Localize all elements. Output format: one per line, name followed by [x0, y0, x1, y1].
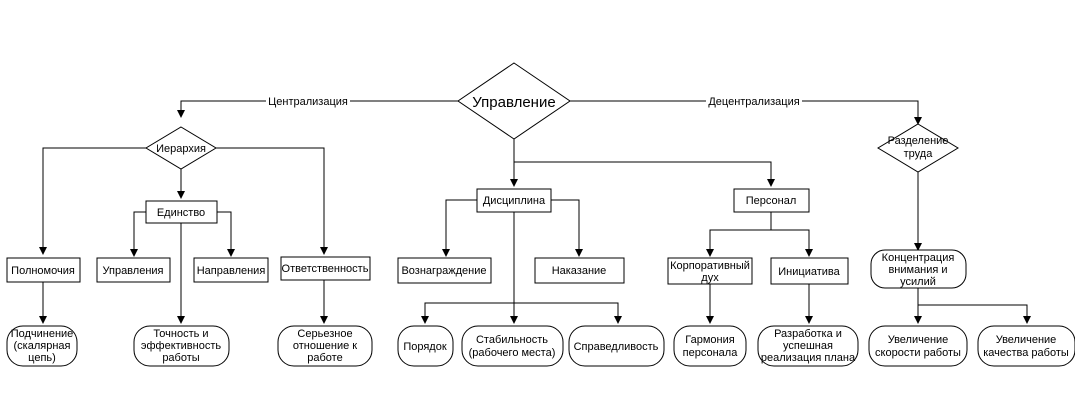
harmony-line-2: персонала — [683, 347, 739, 359]
plan-line-3: реализация плана — [761, 352, 856, 364]
corporate-spirit-line-2: дух — [701, 272, 719, 284]
hierarchy-label: Иерархия — [156, 143, 206, 155]
root-label: Управление — [472, 94, 555, 111]
punishment-box — [534, 257, 625, 284]
stability-box — [461, 325, 564, 367]
subordination-box — [6, 325, 78, 367]
quality-box — [977, 325, 1075, 367]
serious-line-3: работе — [307, 352, 342, 364]
concentration-box — [870, 249, 967, 289]
unity-label: Единство — [157, 207, 205, 219]
reward-box — [397, 257, 492, 284]
harmony-line-1: Гармония — [685, 334, 734, 346]
edge-discipline-reward — [442, 199, 477, 257]
plan-box — [757, 325, 859, 367]
edge-unity-direction — [217, 211, 235, 257]
plan-line-1: Разработка и — [774, 328, 842, 340]
accuracy-line-3: работы — [162, 352, 199, 364]
connectors — [39, 100, 1031, 324]
order-box — [397, 325, 454, 367]
serious-line-2: отношение к — [293, 340, 357, 352]
subordination-line-3: цепь) — [28, 352, 56, 364]
speed-line-1: Увеличение — [888, 334, 949, 346]
discipline-box — [476, 188, 552, 213]
management-label: Управления — [103, 265, 164, 277]
serious-box — [277, 325, 373, 367]
fairness-label: Справедливость — [574, 341, 659, 353]
direction-box — [193, 257, 269, 283]
personnel-box — [733, 188, 810, 213]
initiative-label: Инициатива — [778, 266, 840, 278]
subordination-line-1: Подчинение — [11, 328, 74, 340]
personnel-label: Персонал — [746, 195, 797, 207]
edge-unity-management — [130, 211, 146, 257]
punishment-label: Наказание — [552, 265, 607, 277]
speed-line-2: скорости работы — [875, 347, 961, 359]
initiative-box — [770, 257, 849, 285]
edge-label-centralization: Централизация — [268, 96, 348, 108]
division-diamond — [877, 123, 959, 173]
quality-line-2: качества работы — [983, 347, 1069, 359]
edge-decentralization — [569, 100, 922, 125]
fairness-box — [568, 325, 665, 367]
concentration-line-2: внимания и — [888, 264, 947, 276]
edge-personnel-initiative — [771, 229, 813, 257]
division-label-line-2: труда — [904, 148, 934, 160]
serious-line-1: Серьезное — [297, 328, 352, 340]
management-box — [96, 257, 171, 283]
edge-discipline-punishment — [551, 199, 583, 257]
stability-line-1: Стабильность — [476, 334, 548, 346]
stability-line-2: (рабочего места) — [469, 347, 556, 359]
direction-label: Направления — [197, 265, 266, 277]
accuracy-line-2: эффективность — [141, 340, 222, 352]
concentration-line-3: усилий — [900, 276, 936, 288]
edge-label-decentralization: Децентрализация — [708, 96, 799, 108]
reward-label: Вознаграждение — [401, 265, 486, 277]
subordination-line-2: (скалярная — [14, 340, 71, 352]
plan-line-2: успешная — [783, 340, 833, 352]
discipline-label: Дисциплина — [483, 195, 546, 207]
edge-concentration-quality — [918, 304, 1031, 324]
concentration-line-1: Концентрация — [882, 252, 955, 264]
edge-label-bg-right — [706, 93, 802, 108]
edge-discipline-fairness — [514, 302, 622, 324]
corporate-spirit-line-1: Корпоративный — [670, 260, 750, 272]
quality-line-1: Увеличение — [996, 334, 1057, 346]
edge-centralization — [177, 100, 458, 118]
root-diamond — [457, 62, 571, 140]
edge-discipline-order — [421, 302, 514, 324]
edge-hierarchy-responsibility — [216, 147, 328, 255]
powers-label: Полномочия — [11, 265, 75, 277]
accuracy-line-1: Точность и — [153, 328, 208, 340]
powers-box — [6, 257, 81, 283]
edge-personnel-spirit — [706, 212, 772, 257]
harmony-box — [673, 325, 747, 367]
edge-label-bg-left — [266, 93, 350, 108]
order-label: Порядок — [403, 341, 447, 353]
division-label-line-1: Разделение — [888, 135, 949, 147]
responsibility-box — [280, 256, 371, 281]
corporate-spirit-box — [667, 257, 753, 285]
accuracy-box — [133, 325, 230, 367]
edge-hierarchy-powers — [39, 147, 148, 255]
edge-root-personnel — [514, 161, 775, 187]
responsibility-label: Ответственность — [282, 263, 369, 275]
speed-box — [868, 325, 968, 367]
unity-box — [145, 200, 218, 224]
hierarchy-diamond — [145, 126, 217, 170]
